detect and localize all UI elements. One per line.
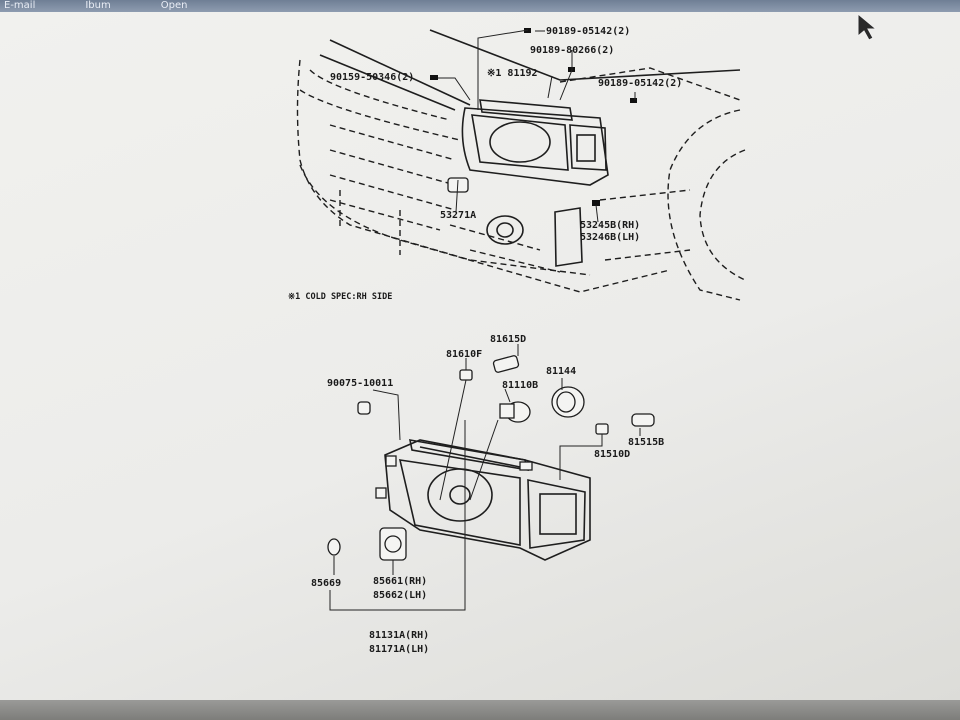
- label-90075-10011: 90075-10011: [327, 378, 393, 389]
- label-81144: 81144: [546, 366, 576, 377]
- vehicle-front-drawing: [296, 28, 746, 301]
- label-53245b: 53245B(RH): [580, 220, 640, 231]
- label-81110b: 81110B: [502, 380, 538, 391]
- top-leader-lines: [438, 29, 636, 223]
- album-menu[interactable]: Ibum: [85, 0, 111, 11]
- label-81171a: 81171A(LH): [369, 644, 429, 655]
- label-85669: 85669: [311, 578, 341, 589]
- open-menu[interactable]: Open: [160, 0, 188, 11]
- top-part-labels: 90189-05142(2) 90189-80266(2) 90159-5034…: [288, 26, 682, 302]
- cold-spec-note: ※1 COLD SPEC:RH SIDE: [288, 292, 392, 302]
- label-81610f: 81610F: [446, 349, 482, 360]
- mouse-cursor-icon: [857, 12, 878, 41]
- label-90159-50346: 90159-50346(2): [330, 72, 414, 83]
- label-81515b: 81515B: [628, 437, 664, 448]
- label-85661: 85661(RH): [373, 576, 427, 587]
- label-81192: ※1 81192: [487, 68, 538, 79]
- label-53246b: 53246B(LH): [580, 232, 640, 243]
- label-81510d: 81510D: [594, 449, 630, 460]
- label-81131a: 81131A(RH): [369, 630, 429, 641]
- label-53271a: 53271A: [440, 210, 476, 221]
- headlamp-drawing: [327, 355, 655, 561]
- label-90189-80266: 90189-80266(2): [530, 45, 614, 56]
- label-90189-05142-b: 90189-05142(2): [598, 78, 682, 89]
- label-85662: 85662(LH): [373, 590, 427, 601]
- diagram-viewer: [0, 12, 960, 708]
- bottom-leader-lines: [329, 344, 641, 611]
- app-toolbar: E-mail Ibum Open: [0, 0, 960, 12]
- bottom-part-labels: 81615D 81610F 81144 90075-10011 81110B 8…: [311, 334, 664, 655]
- taskbar: [0, 700, 960, 720]
- email-menu[interactable]: E-mail: [4, 0, 36, 11]
- label-81615d: 81615D: [490, 334, 526, 345]
- label-90189-05142-a: 90189-05142(2): [546, 26, 630, 37]
